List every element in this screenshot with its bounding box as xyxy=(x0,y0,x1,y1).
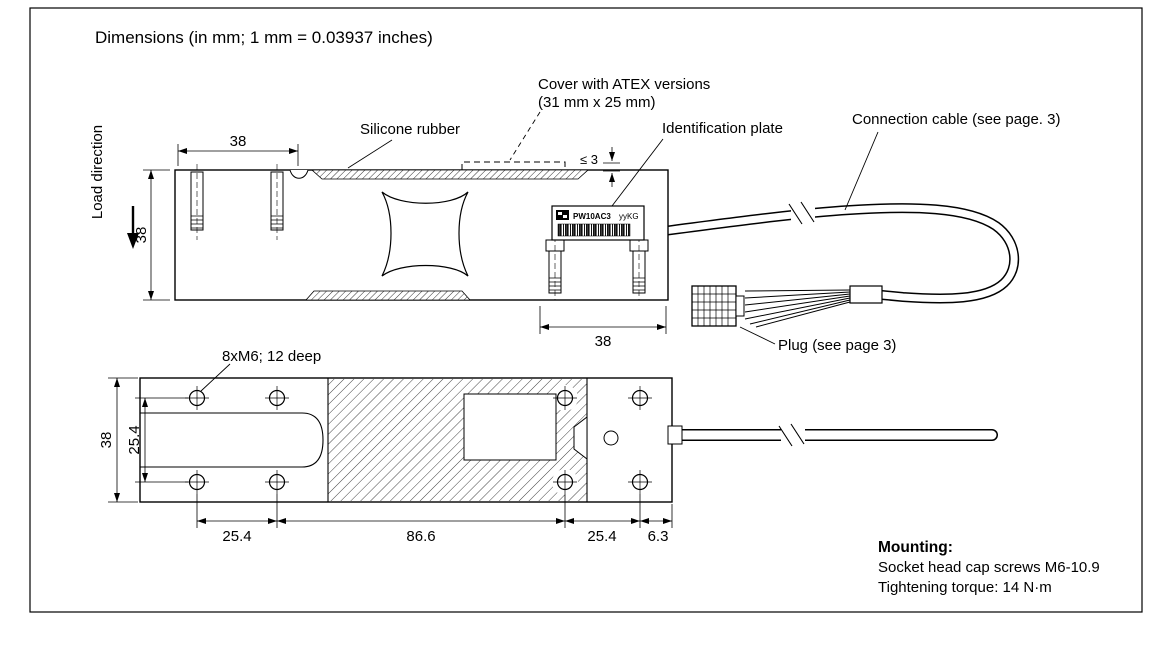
mounting-hole xyxy=(185,386,209,410)
mounting-holes xyxy=(185,386,652,494)
dimension-lines xyxy=(108,144,673,528)
leader-lines xyxy=(200,111,879,392)
beam-notch xyxy=(289,169,309,179)
flexure-cutout xyxy=(381,191,469,277)
silicone-rubber-label: Silicone rubber xyxy=(360,121,460,138)
dim-top-view-width: 38 xyxy=(98,432,115,449)
atex-cover-outline xyxy=(461,161,566,170)
dim-beam-height: 38 xyxy=(133,227,150,244)
dim-hole-col-right: 25.4 xyxy=(587,528,616,545)
atex-cover-label-line2: (31 mm x 25 mm) xyxy=(538,94,656,111)
mounting-heading: Mounting: xyxy=(878,539,953,556)
dim-cover-protrusion: ≤ 3 xyxy=(580,152,598,167)
cable-break-marks xyxy=(778,423,805,447)
load-direction-arrow xyxy=(127,206,139,249)
mounting-line2: Tightening torque: 14 N·m xyxy=(878,579,1052,596)
mounting-hole xyxy=(553,470,577,494)
mounting-screw-right-1 xyxy=(545,236,565,300)
mounting-hole xyxy=(265,386,289,410)
gland-pocket xyxy=(573,415,588,461)
dim-edge-offset: 6.3 xyxy=(648,528,669,545)
leader-connection-cable xyxy=(844,131,879,211)
mounting-screw-left-2 xyxy=(270,164,284,240)
stripped-wires xyxy=(744,289,851,328)
cable-ferrule xyxy=(849,285,883,304)
mounting-hole xyxy=(185,470,209,494)
mounting-screw-left-1 xyxy=(190,164,204,240)
connection-cable-label: Connection cable (see page. 3) xyxy=(852,111,1060,128)
barcode xyxy=(557,223,631,237)
mounting-hole xyxy=(628,470,652,494)
mounting-screw-right-2 xyxy=(629,236,649,300)
connection-cable-lower xyxy=(668,422,998,448)
plate-capacity-text: yyKG xyxy=(619,212,639,221)
load-direction-label: Load direction xyxy=(89,125,106,219)
page-frame xyxy=(29,7,1143,613)
mounting-hole xyxy=(628,386,652,410)
hbm-logo xyxy=(556,210,569,220)
screw-spec-label: 8xM6; 12 deep xyxy=(222,348,321,365)
plug-connector xyxy=(691,285,745,327)
identification-plate-label: Identification plate xyxy=(662,120,783,137)
silicone-strip-top xyxy=(310,169,590,180)
identification-plate: PW10AC3 yyKG xyxy=(551,205,645,241)
plug-label: Plug (see page 3) xyxy=(778,337,896,354)
leader-silicone-rubber xyxy=(347,139,393,169)
mounting-hole xyxy=(265,470,289,494)
dim-plate-block-width: 38 xyxy=(595,333,612,350)
dim-hole-span-mid: 86.6 xyxy=(406,528,435,545)
mounting-hole xyxy=(553,386,577,410)
dim-hole-col-left: 25.4 xyxy=(222,528,251,545)
page-title: Dimensions (in mm; 1 mm = 0.03937 inches… xyxy=(95,28,433,47)
leader-screw-spec xyxy=(200,363,231,392)
load-cell-top-view xyxy=(139,377,683,503)
cable-break-marks xyxy=(788,201,815,225)
connection-cable-upper xyxy=(663,200,1020,304)
dim-left-block-width: 38 xyxy=(230,133,247,150)
plate-model-text: PW10AC3 xyxy=(573,212,611,221)
mounting-line1: Socket head cap screws M6-10.9 xyxy=(878,559,1100,576)
leader-identification-plate xyxy=(611,138,664,207)
dim-hole-row-spacing: 25.4 xyxy=(126,425,143,454)
cover-window xyxy=(463,393,557,461)
small-hole xyxy=(603,430,619,446)
load-cell-side-view: PW10AC3 yyKG xyxy=(174,161,669,301)
leader-atex-cover xyxy=(509,111,541,161)
silicone-strip-bottom xyxy=(305,290,471,301)
cable-gland xyxy=(667,425,683,445)
leader-plug xyxy=(739,326,776,345)
atex-cover-label-line1: Cover with ATEX versions xyxy=(538,76,710,93)
measuring-slot xyxy=(140,412,324,468)
